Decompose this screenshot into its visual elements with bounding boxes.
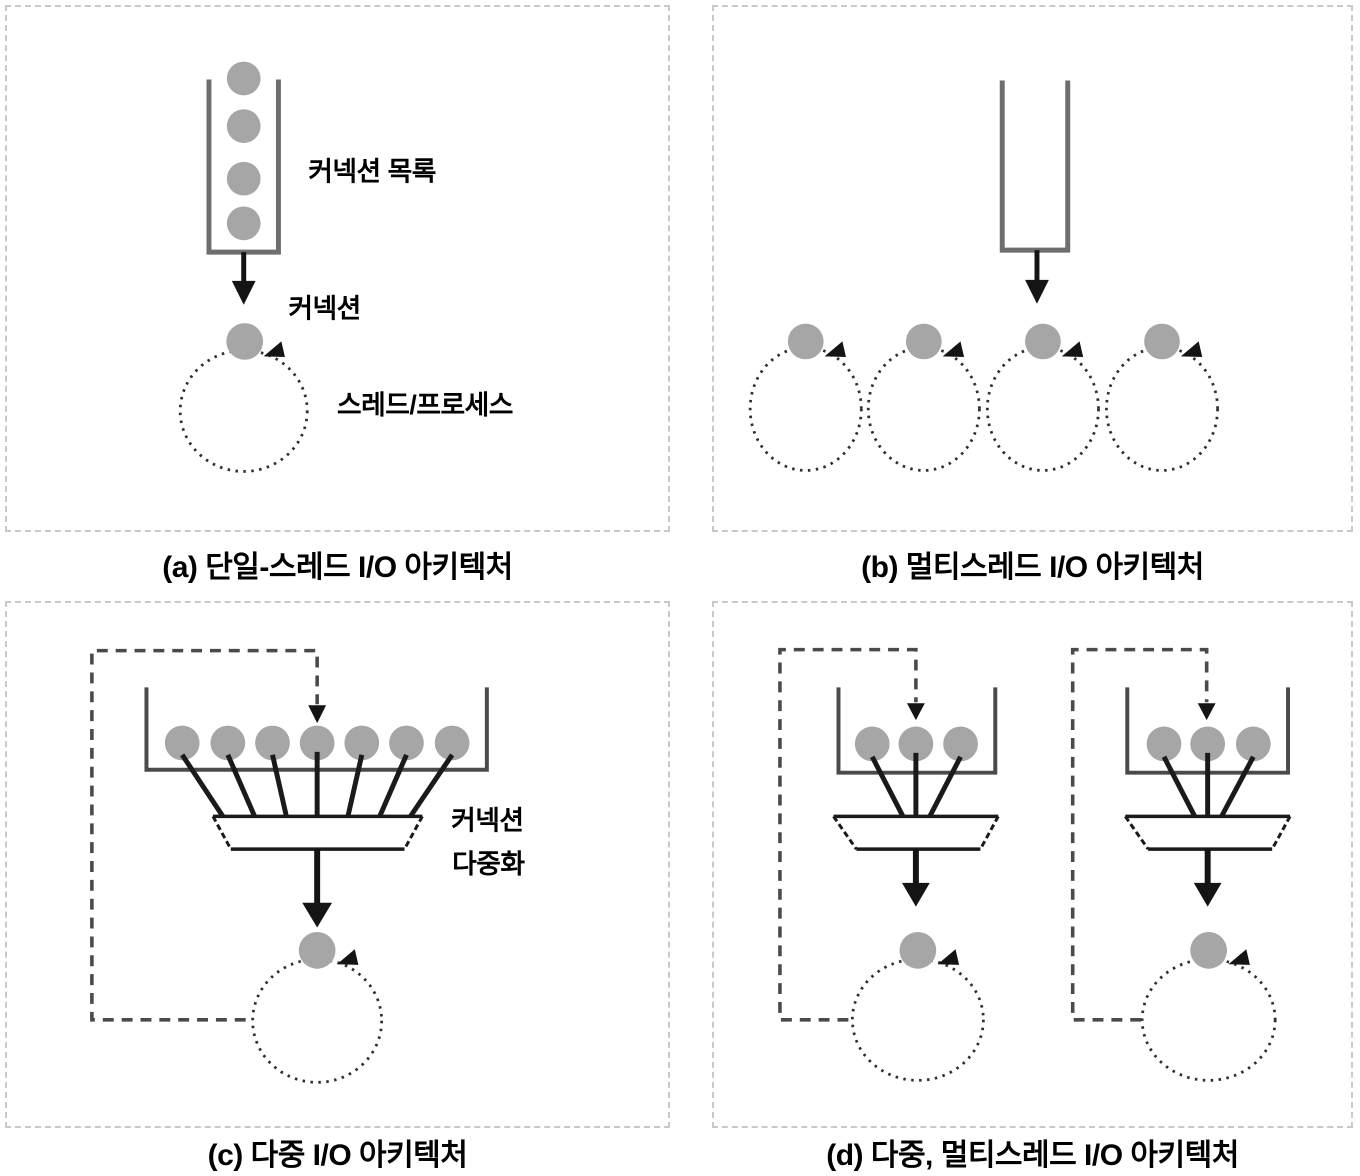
loop-direction-arrowhead-icon (263, 341, 285, 358)
active-connection-ball (899, 931, 937, 969)
event-loop-circle (1140, 957, 1277, 1082)
event-loop (178, 323, 309, 473)
connection-ball (1235, 726, 1271, 762)
feedback-arrowhead-icon (1197, 703, 1216, 721)
connection-ball (943, 726, 978, 762)
event-loop (251, 931, 384, 1084)
event-loop (748, 323, 863, 472)
event-loop (985, 323, 1100, 472)
connection-ball (389, 725, 424, 761)
subdiagram-right (1070, 647, 1292, 1082)
multithread-diagram (748, 80, 1219, 472)
dispatch-arrow (1025, 250, 1049, 304)
multiplex-lines (1161, 752, 1256, 818)
label-connection: 커넥션 (288, 294, 360, 324)
connection-ball (255, 725, 290, 761)
multiplexed-multithread-diagram (778, 647, 1292, 1082)
panel-multithread (712, 5, 1353, 532)
event-loops (748, 323, 1219, 472)
loop-direction-arrowhead-icon (337, 949, 359, 965)
multiplexed-output-arrow (901, 849, 930, 907)
event-loop-circle (251, 957, 384, 1084)
loop-direction-arrowhead-icon (1061, 341, 1084, 358)
multiplexed-output-arrow (302, 849, 333, 928)
event-loop (1105, 323, 1219, 472)
queued-connection-balls (164, 725, 470, 761)
active-connection-ball (298, 931, 336, 969)
multiplex-lines (870, 752, 963, 818)
caption-c: (c) 다중 I/O 아키텍처 (207, 1139, 468, 1172)
queued-connection-balls (226, 61, 261, 241)
feedback-path (778, 647, 925, 1022)
feedback-path (1070, 647, 1216, 1022)
connection-ball (226, 161, 261, 196)
multiplexer (832, 814, 1000, 851)
connection-ball (226, 109, 261, 143)
connection-ball (226, 206, 261, 241)
event-loop (1140, 931, 1277, 1082)
connection-ball (854, 726, 890, 762)
event-loop (850, 931, 985, 1082)
multiplexer (211, 814, 424, 851)
multiplexer (1124, 814, 1292, 851)
multiplexed-diagram: 커넥션 다중화 (90, 648, 526, 1084)
feedback-arrowhead-icon (906, 703, 925, 721)
connection-ball (1146, 726, 1182, 762)
loop-direction-arrowhead-icon (1180, 341, 1203, 358)
active-connection-ball (226, 323, 264, 360)
multiplexed-output-arrow (1193, 849, 1222, 907)
loop-direction-arrowhead-icon (942, 341, 965, 358)
label-connection-list: 커넥션 목록 (308, 157, 436, 187)
panel-multiplexed: 커넥션 다중화 (5, 601, 670, 1128)
feedback-path (90, 648, 327, 1022)
connection-ball (210, 725, 246, 761)
loop-direction-arrowhead-icon (1228, 949, 1250, 965)
connection-ball (1190, 726, 1226, 762)
caption-a: (a) 단일-스레드 I/O 아키텍처 (162, 551, 513, 584)
single-thread-diagram: 커넥션 목록 커넥션 스레드/프로세스 (178, 61, 513, 473)
queued-connection-balls (1146, 726, 1271, 762)
queued-connection-balls (854, 726, 978, 762)
connection-queue-container (999, 80, 1071, 253)
connection-ball (226, 61, 261, 96)
loop-direction-arrowhead-icon (937, 949, 960, 965)
subdiagram-left (778, 647, 1000, 1082)
label-multiplexer-line2: 다중화 (452, 849, 525, 879)
dispatch-arrow (231, 252, 256, 305)
connection-ball (898, 726, 934, 762)
panel-multiplexed-multithread (712, 601, 1353, 1128)
multiplex-lines (180, 751, 455, 818)
loop-direction-arrowhead-icon (824, 341, 846, 358)
connection-ball (164, 725, 200, 761)
active-connection-ball (1190, 931, 1228, 969)
caption-d: (d) 다중, 멀티스레드 I/O 아키텍처 (826, 1139, 1239, 1172)
connection-ball (299, 725, 335, 761)
panel-single-thread: 커넥션 목록 커넥션 스레드/프로세스 (5, 5, 670, 532)
event-loop-circle (850, 957, 985, 1082)
connection-ball (434, 725, 470, 761)
event-loop-circle (178, 348, 309, 473)
feedback-arrowhead-icon (308, 705, 327, 724)
event-loop (866, 323, 981, 472)
caption-b: (b) 멀티스레드 I/O 아키텍처 (861, 551, 1204, 584)
label-multiplexer-line1: 커넥션 (451, 805, 523, 835)
connection-ball (344, 725, 380, 761)
label-thread-process: 스레드/프로세스 (337, 390, 513, 420)
